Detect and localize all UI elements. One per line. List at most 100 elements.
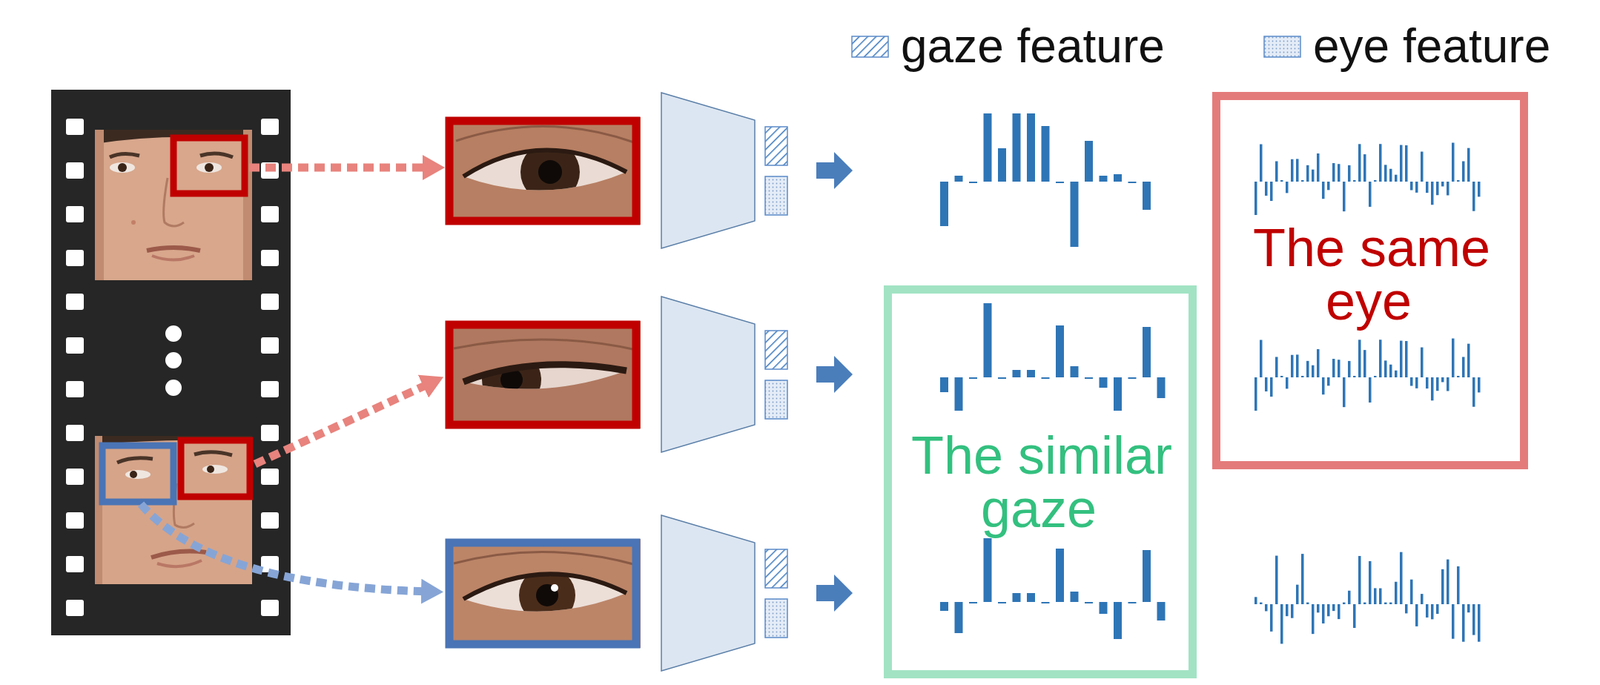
- g-shape: [481, 349, 542, 410]
- feature-bar: [1358, 339, 1362, 378]
- sprocket-hole: [260, 118, 279, 135]
- feature-bar: [954, 602, 964, 634]
- path-shape: [200, 153, 233, 158]
- feature-bar: [1280, 604, 1284, 644]
- sprocket-hole: [65, 162, 84, 179]
- circle-shape: [165, 379, 182, 396]
- feature-bar: [1270, 377, 1274, 397]
- feature-bar: [1405, 341, 1408, 378]
- feature-bar: [983, 113, 993, 182]
- feature-bar: [1456, 566, 1460, 605]
- feature-bar: [1301, 553, 1305, 605]
- feature-bar: [1425, 604, 1429, 618]
- feature-bar: [1055, 548, 1064, 603]
- feature-bar: [1373, 180, 1377, 182]
- legend-item: gaze feature: [851, 19, 1165, 75]
- rect-shape: [445, 117, 641, 225]
- feature-bar: [1368, 181, 1372, 207]
- feature-bar: [1270, 181, 1274, 201]
- feature-bar: [969, 377, 978, 379]
- feature-bar: [1353, 180, 1357, 182]
- feature-bar: [1384, 164, 1388, 182]
- feature-bar: [1415, 604, 1419, 627]
- feature-bar: [1451, 604, 1455, 640]
- feature-bar: [1436, 181, 1440, 195]
- feature-bar: [1316, 604, 1320, 613]
- sprocket-hole: [65, 468, 84, 485]
- circle-shape: [206, 465, 215, 474]
- feature-bar: [1363, 349, 1367, 378]
- sprocket-hole: [260, 424, 279, 442]
- feature-bar: [1296, 584, 1299, 605]
- circle-shape: [538, 160, 563, 184]
- feature-bar: [1394, 370, 1398, 378]
- feature-bar: [1337, 604, 1341, 620]
- feature-bar: [1405, 145, 1408, 182]
- sprocket-hole: [260, 381, 279, 398]
- legend-swatch-fill: [851, 36, 889, 58]
- path-shape: [146, 247, 201, 251]
- feature-bar: [1441, 181, 1445, 187]
- feature-bar: [1084, 602, 1093, 604]
- feature-bar: [1311, 169, 1315, 182]
- feature-bar: [1270, 604, 1274, 632]
- sprocket-hole: [65, 424, 84, 442]
- feature-bar: [1420, 151, 1424, 182]
- feature-bar: [1280, 375, 1284, 378]
- feature-bar: [1342, 602, 1346, 605]
- feature-bar: [1128, 377, 1137, 379]
- legend-swatch: [851, 35, 889, 58]
- feature-bar: [983, 531, 993, 603]
- feature-bar: [1285, 604, 1289, 617]
- rect-shape: [765, 176, 788, 216]
- feature-bar: [954, 377, 964, 411]
- feature-bar: [1142, 550, 1151, 603]
- sprocket-hole: [260, 337, 279, 354]
- sprocket-hole: [65, 337, 84, 354]
- circle-shape: [550, 584, 559, 592]
- feature-bar: [1363, 154, 1367, 182]
- ellipse-shape: [125, 470, 151, 479]
- legend-swatch-fill: [1264, 36, 1301, 58]
- feature-bar: [1113, 377, 1122, 411]
- rect-shape: [94, 129, 104, 281]
- path-shape: [463, 573, 627, 600]
- feature-bar: [1259, 144, 1263, 182]
- path-shape: [249, 163, 431, 173]
- feature-bar: [1290, 159, 1294, 182]
- path-shape: [109, 153, 140, 158]
- feature-bar: [1441, 377, 1445, 382]
- feature-bar: [1472, 181, 1476, 212]
- feature-bar: [1337, 163, 1341, 182]
- crop-box: [449, 324, 637, 425]
- feature-bar: [1041, 126, 1050, 182]
- path-shape: [463, 364, 627, 382]
- feature-bar: [1472, 604, 1476, 636]
- sprocket-hole: [65, 206, 84, 223]
- feature-bar: [1379, 339, 1383, 378]
- rect-shape: [765, 380, 788, 419]
- eye-crop: [445, 321, 641, 429]
- feature-bar: [1467, 148, 1471, 182]
- feature-bar: [1347, 361, 1351, 378]
- sprocket-hole: [65, 381, 84, 398]
- crop-box: [102, 445, 174, 502]
- feature-bar: [1285, 181, 1289, 193]
- feature-bar: [1254, 181, 1258, 216]
- feature-bar: [1456, 375, 1460, 378]
- feature-bar: [1389, 602, 1393, 605]
- feature-bar: [1405, 604, 1408, 614]
- path-shape: [157, 560, 202, 567]
- feature-bar: [1358, 556, 1362, 605]
- feature-blocks: [765, 126, 788, 638]
- feature-bar: [1342, 181, 1346, 212]
- sprocket-hole: [260, 468, 279, 485]
- feature-bar: [954, 175, 964, 182]
- ellipse-shape: [202, 464, 228, 474]
- feature-bar: [1353, 604, 1357, 628]
- feature-bar: [1128, 181, 1137, 184]
- box-text-line: The same eye: [1233, 220, 1507, 328]
